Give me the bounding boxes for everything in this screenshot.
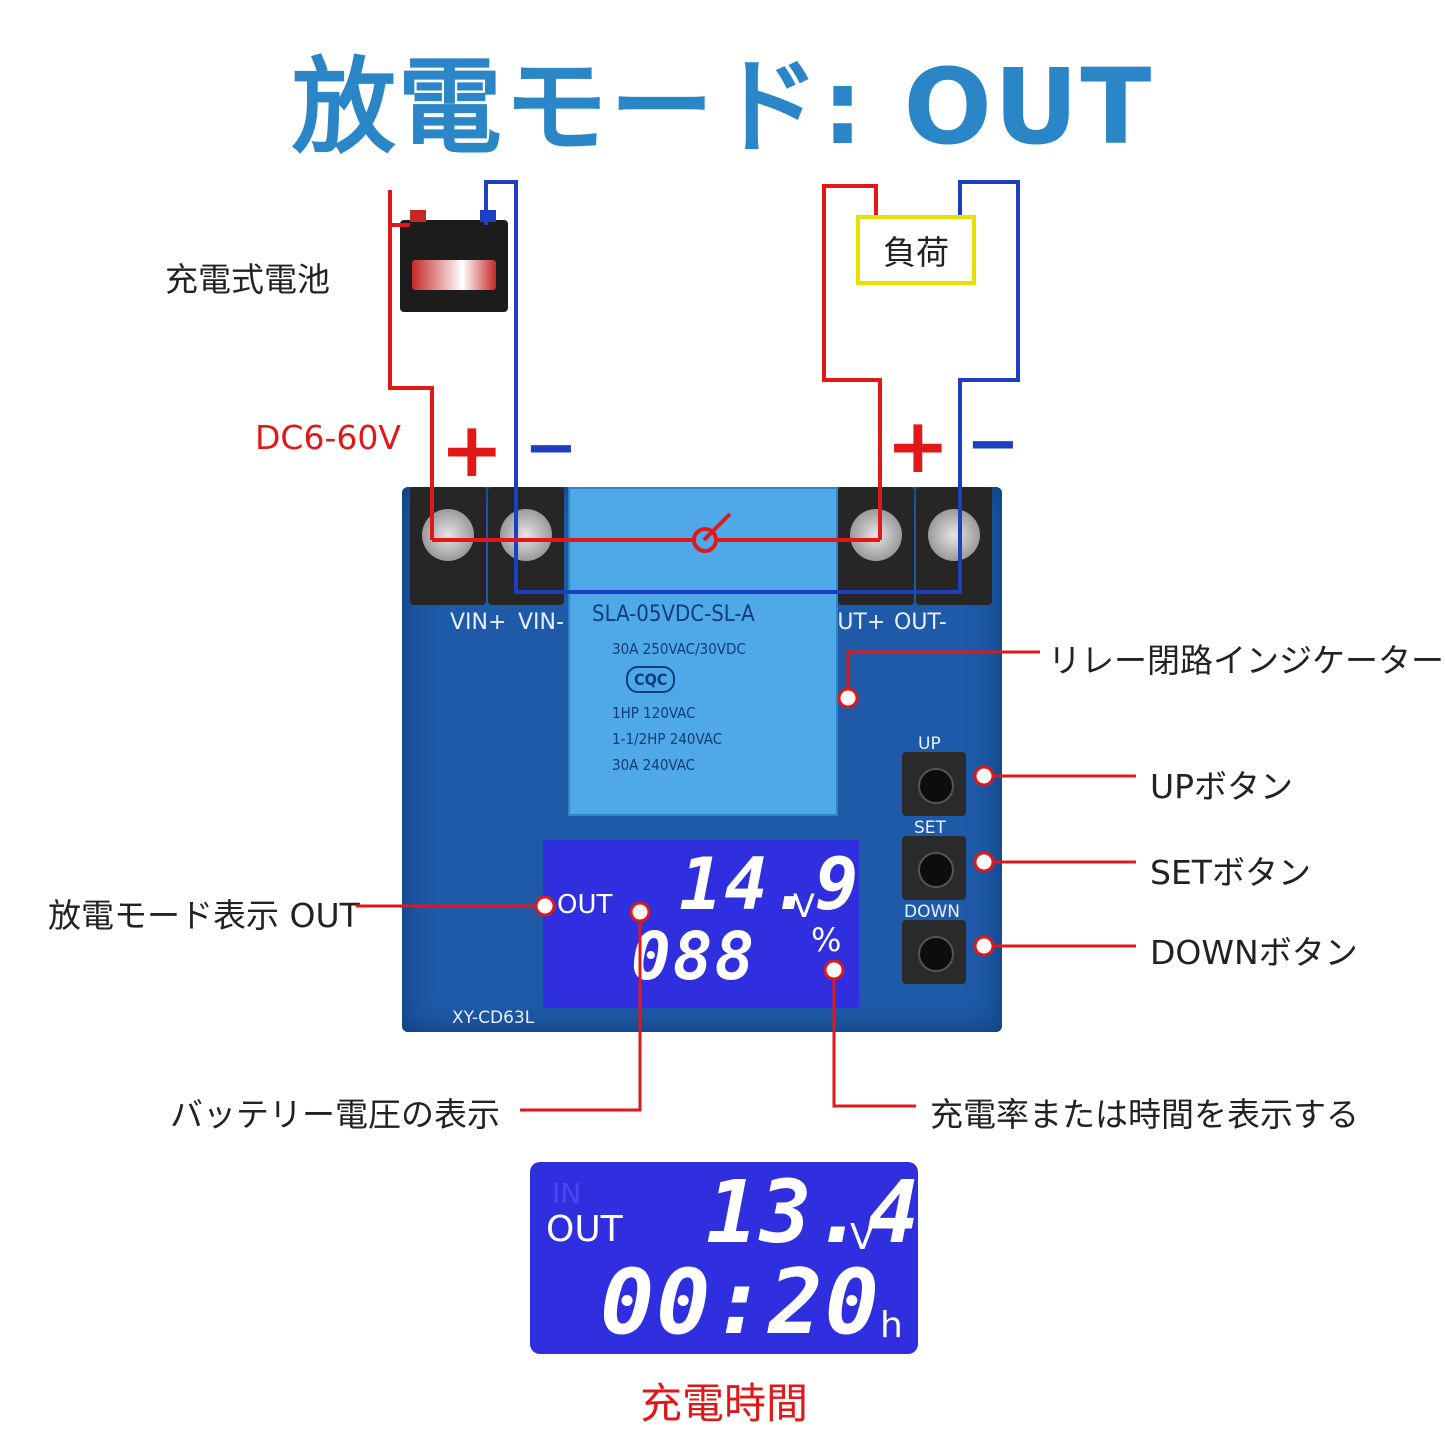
down-button[interactable] [902, 920, 966, 984]
relay-line-2: 1-1/2HP 240VAC [612, 730, 723, 748]
discharge-mode-label: 放電モード表示 OUT [48, 896, 360, 935]
lcd-detail-voltage-unit: V [850, 1217, 875, 1258]
lcd-detail-inactive-mode: IN [552, 1177, 582, 1210]
out-minus-sign: − [966, 407, 1020, 481]
lcd-main-mode: OUT [557, 890, 613, 920]
set-button-silk: SET [914, 818, 946, 838]
voltage-range-label: DC6-60V [255, 418, 401, 457]
up-button[interactable] [902, 752, 966, 816]
out-plus-sign: + [886, 401, 950, 490]
relay-cert: CQC [626, 666, 676, 693]
terminal-out-minus [916, 487, 992, 605]
load-box: 負荷 [856, 215, 976, 285]
relay-indicator-label: リレー閉路インジケーター [1048, 641, 1444, 680]
battery-icon [400, 210, 508, 312]
lcd-main-percent: 088 [631, 918, 757, 995]
relay-model: SLA-05VDC-SL-A [592, 602, 755, 627]
down-button-label: DOWNボタン [1150, 933, 1358, 972]
terminal-out-plus [838, 487, 914, 605]
down-button-silk: DOWN [904, 902, 960, 922]
battery-voltage-label: バッテリー電圧の表示 [170, 1095, 500, 1134]
lcd-main-voltage-unit: V [793, 887, 815, 925]
lcd-detail-mode: OUT [546, 1209, 623, 1250]
charge-rate-label: 充電率または時間を表示する [930, 1095, 1359, 1134]
load-label: 負荷 [883, 233, 949, 272]
relay-line-3: 30A 240VAC [612, 756, 696, 774]
lcd-main-voltage: 14.9 [679, 842, 861, 926]
pin-label-out-minus: OUT- [894, 610, 947, 635]
pin-label-vin-plus: VIN+ [450, 610, 507, 635]
terminal-vin-minus [488, 487, 564, 605]
up-button-silk: UP [918, 734, 941, 754]
relay-rating: 30A 250VAC/30VDC [612, 640, 746, 658]
board-model: XY-CD63L [452, 1008, 535, 1028]
pin-label-vin-minus: VIN- [518, 610, 564, 635]
lcd-main: OUT 14.9 V 088 % [543, 840, 859, 1008]
terminal-vin-plus [410, 487, 486, 605]
lcd-main-percent-unit: % [811, 921, 842, 959]
page-title: 放電モード: OUT [291, 46, 1154, 168]
set-button[interactable] [902, 836, 966, 900]
lcd-detail-time: 00:20 [600, 1250, 881, 1355]
lcd-detail: IN OUT 13.4 V 00:20 h [530, 1162, 922, 1355]
relay-line-1: 1HP 120VAC [612, 704, 696, 722]
charge-time-label: 充電時間 [639, 1379, 808, 1428]
lcd-detail-voltage: 13.4 [706, 1163, 922, 1263]
vin-minus-sign: − [524, 411, 578, 485]
set-button-label: SETボタン [1150, 853, 1311, 892]
battery-label: 充電式電池 [165, 260, 330, 299]
lcd-detail-time-unit: h [880, 1305, 903, 1346]
vin-plus-sign: + [440, 405, 504, 494]
up-button-label: UPボタン [1150, 767, 1294, 806]
